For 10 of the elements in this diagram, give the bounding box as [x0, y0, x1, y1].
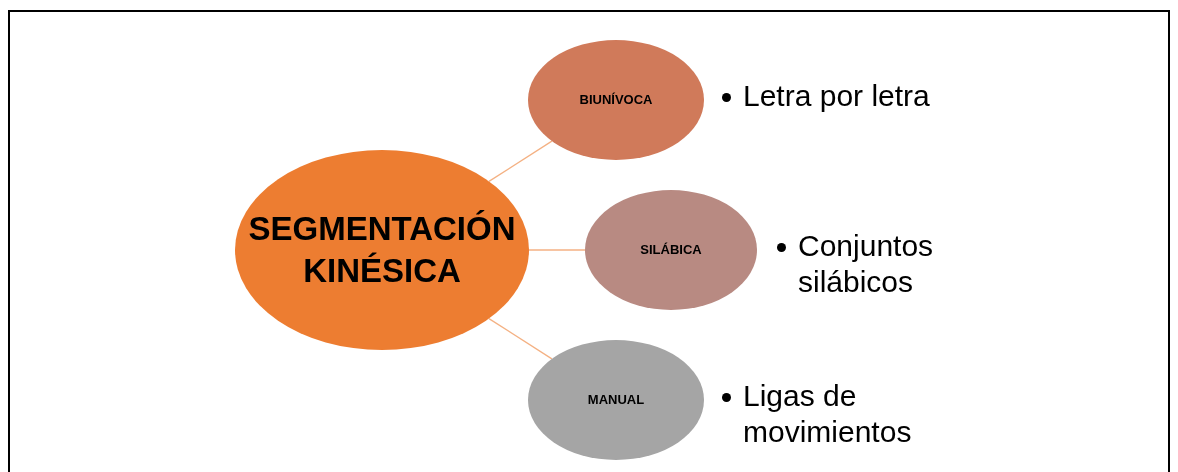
node-label: BIUNÍVOCA	[579, 91, 653, 110]
connector-line	[488, 140, 553, 183]
bullet-text: Conjuntos silábicos	[798, 228, 935, 300]
bullet-text: Letra por letra	[743, 78, 930, 114]
node-label: MANUAL	[587, 391, 645, 410]
connector-line	[528, 249, 586, 251]
bullet-text: Ligas de movimientos	[743, 378, 913, 450]
node-label: SEGMENTACIÓN KINÉSICA	[247, 209, 517, 291]
connector-line	[488, 317, 553, 360]
node-label: SILÁBICA	[640, 241, 702, 260]
